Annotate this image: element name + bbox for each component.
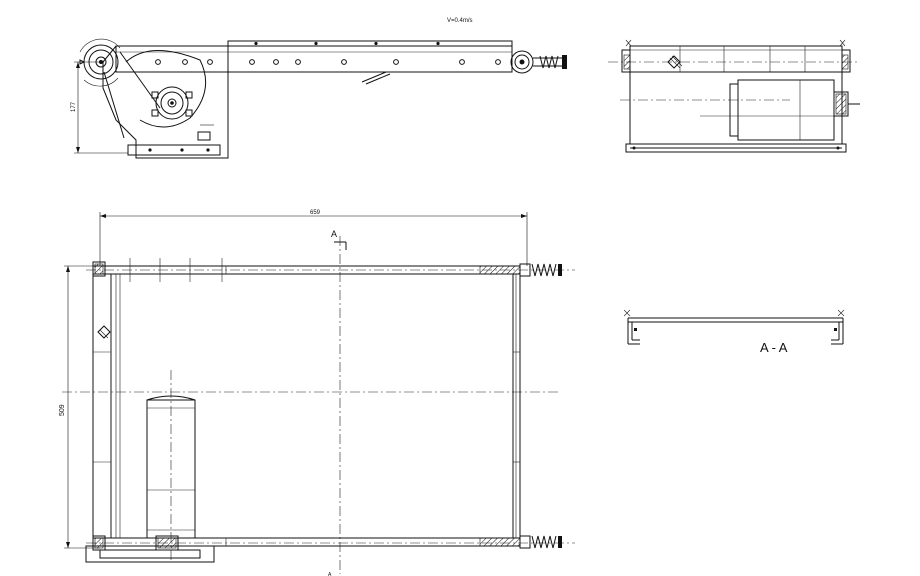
- side-height-label: 177: [71, 101, 77, 112]
- section-aa-label: A - A: [760, 340, 788, 355]
- plan-corner-fittings: [85, 261, 215, 563]
- speed-note: V=0.4m/s: [447, 18, 473, 24]
- end-view: [608, 39, 860, 153]
- side-view: V=0.4m/s: [71, 18, 567, 159]
- plan-view: 659 509 A A: [59, 210, 575, 576]
- section-mark-top: A: [331, 229, 337, 239]
- tail-roller: [510, 50, 567, 74]
- side-height-dimension: 177: [71, 61, 128, 154]
- section-aa-view: A - A: [623, 309, 845, 355]
- drive-housing: [102, 45, 229, 159]
- plan-frame: [92, 258, 521, 547]
- section-cut-line: A A: [328, 229, 347, 576]
- end-view-sprocket: [667, 55, 683, 69]
- side-frame-rail: [115, 40, 513, 85]
- plan-height-label: 509: [59, 404, 66, 416]
- plan-height-dimension: 509: [59, 265, 100, 549]
- plan-width-label: 659: [310, 210, 321, 216]
- plan-width-dimension: 659: [99, 210, 528, 266]
- drive-sprocket: [125, 50, 214, 141]
- head-sprocket: [79, 38, 121, 87]
- plan-motor: [146, 370, 196, 560]
- rail-holes: [155, 41, 501, 65]
- take-up-springs: [479, 263, 562, 549]
- section-mark-bottom: A: [328, 572, 332, 576]
- end-view-motor: [700, 79, 860, 141]
